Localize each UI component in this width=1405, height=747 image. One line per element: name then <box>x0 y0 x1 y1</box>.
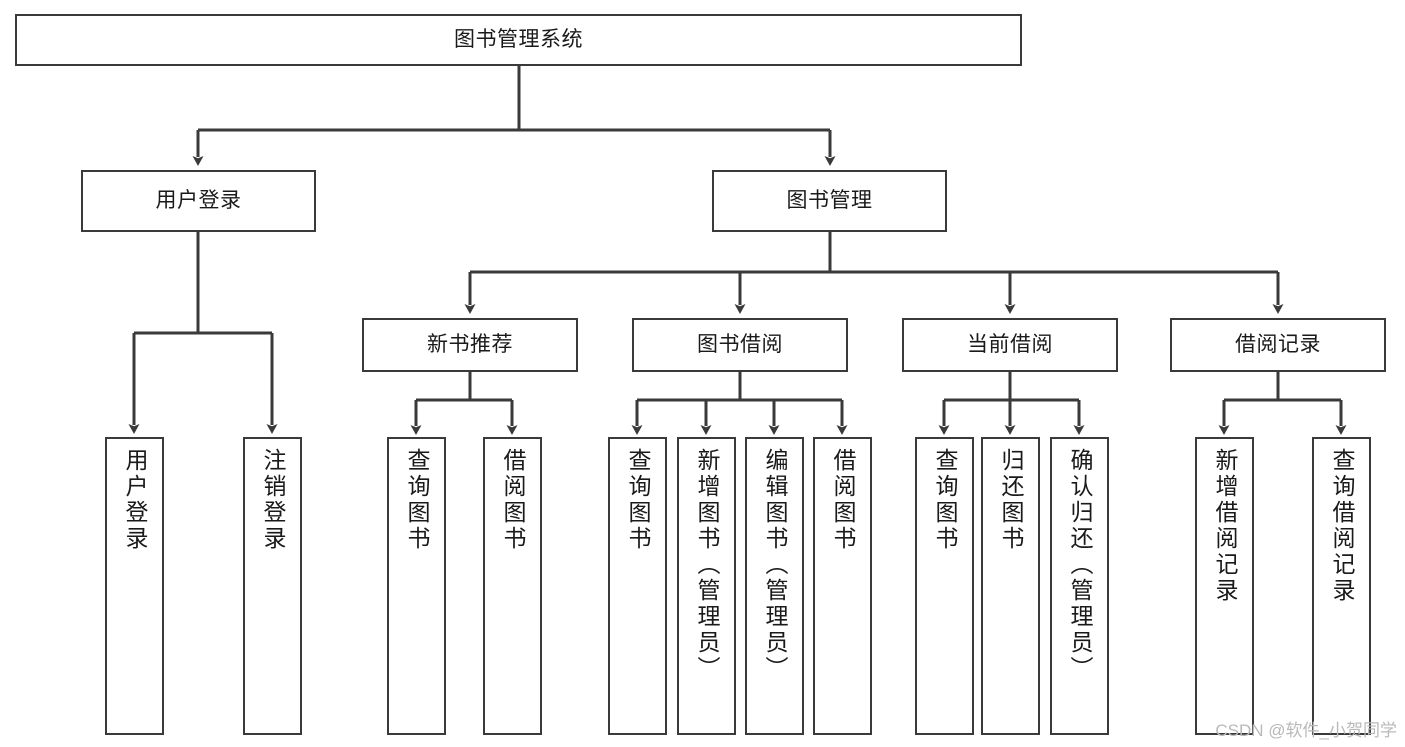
node-user-login[interactable]: 用户登录 <box>81 170 316 232</box>
leaf-borrow-edit-book-admin[interactable]: 编辑图书（管理员） <box>745 437 804 735</box>
node-label: 查询借阅记录 <box>1329 448 1355 604</box>
leaf-records-query-record[interactable]: 查询借阅记录 <box>1312 437 1371 735</box>
node-label: 查询图书 <box>404 448 430 552</box>
node-label: 用户登录 <box>155 189 242 213</box>
node-label: 编辑图书（管理员） <box>762 448 788 682</box>
leaf-current-confirm-return-admin[interactable]: 确认归还（管理员） <box>1050 437 1109 735</box>
node-book-management[interactable]: 图书管理 <box>712 170 947 232</box>
node-label: 确认归还（管理员） <box>1067 448 1093 682</box>
node-root-system[interactable]: 图书管理系统 <box>15 14 1022 66</box>
node-label: 用户登录 <box>122 448 148 552</box>
node-label: 借阅图书 <box>830 448 856 552</box>
leaf-user-login-login[interactable]: 用户登录 <box>105 437 164 735</box>
leaf-user-login-logout[interactable]: 注销登录 <box>243 437 302 735</box>
node-new-book-recommend[interactable]: 新书推荐 <box>362 318 578 372</box>
node-label: 新增借阅记录 <box>1212 448 1238 604</box>
node-label: 借阅图书 <box>500 448 526 552</box>
leaf-current-query-book[interactable]: 查询图书 <box>915 437 974 735</box>
node-label: 当前借阅 <box>967 333 1053 357</box>
node-label: 查询图书 <box>625 448 651 552</box>
node-label: 归还图书 <box>998 448 1024 552</box>
node-label: 注销登录 <box>260 448 286 552</box>
leaf-current-return-book[interactable]: 归还图书 <box>981 437 1040 735</box>
node-label: 图书管理 <box>786 189 873 213</box>
node-label: 查询图书 <box>932 448 958 552</box>
leaf-borrow-query-book[interactable]: 查询图书 <box>608 437 667 735</box>
leaf-borrow-borrow-book[interactable]: 借阅图书 <box>813 437 872 735</box>
node-label: 图书管理系统 <box>454 28 583 52</box>
node-current-borrow[interactable]: 当前借阅 <box>902 318 1118 372</box>
leaf-borrow-add-book-admin[interactable]: 新增图书（管理员） <box>677 437 736 735</box>
node-label: 新书推荐 <box>427 333 513 357</box>
node-label: 新增图书（管理员） <box>694 448 720 682</box>
node-book-borrow[interactable]: 图书借阅 <box>632 318 848 372</box>
node-label: 图书借阅 <box>697 333 783 357</box>
leaf-records-add-record[interactable]: 新增借阅记录 <box>1195 437 1254 735</box>
node-label: 借阅记录 <box>1235 333 1321 357</box>
node-borrow-records[interactable]: 借阅记录 <box>1170 318 1386 372</box>
leaf-recommend-query-book[interactable]: 查询图书 <box>387 437 446 735</box>
leaf-recommend-borrow-book[interactable]: 借阅图书 <box>483 437 542 735</box>
